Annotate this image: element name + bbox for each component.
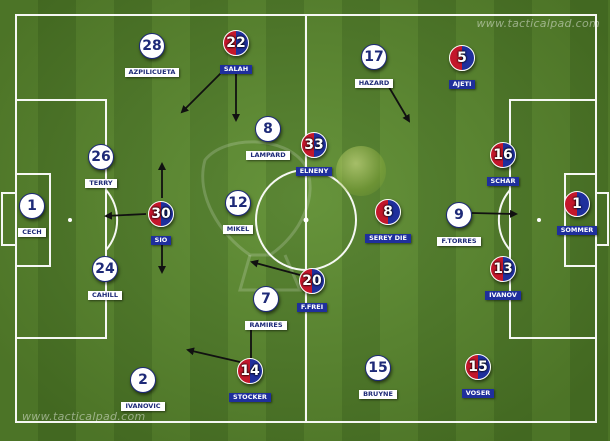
player-name: TERRY (85, 179, 117, 188)
player-marker[interactable]: 16 SCHAR (468, 142, 538, 187)
player-number: 5 (449, 45, 475, 71)
player-number: 24 (92, 256, 118, 282)
player-name: IVANOVIC (121, 402, 165, 411)
player-marker[interactable]: 17 HAZARD (339, 44, 409, 89)
player-name: VOSER (461, 389, 495, 398)
player-marker[interactable]: 33 ELNENY (279, 132, 349, 177)
movement-arrow (186, 347, 241, 363)
player-number: 9 (446, 202, 472, 228)
player-name: ELNENY (295, 167, 333, 176)
player-number: 2 (130, 367, 156, 393)
centre-spot (303, 217, 309, 223)
player-name: AZPILICUETA (124, 68, 180, 77)
player-name: SIO (150, 236, 172, 245)
player-marker[interactable]: 1 SOMMER (542, 191, 610, 236)
player-number: 33 (301, 132, 327, 158)
left-goal (1, 192, 17, 246)
movement-arrow (180, 71, 223, 114)
player-name: CECH (18, 228, 46, 237)
player-name: SALAH (219, 65, 253, 74)
movement-arrow (471, 209, 518, 218)
player-number: 1 (564, 191, 590, 217)
left-penalty-arc (105, 189, 119, 251)
player-number: 7 (253, 286, 279, 312)
player-number: 12 (225, 190, 251, 216)
player-number: 28 (139, 33, 165, 59)
player-marker[interactable]: 15 VOSER (443, 354, 513, 399)
left-penalty-spot (68, 218, 72, 222)
player-name: F.FREI (296, 303, 328, 312)
player-name: SEREY DIE (365, 234, 411, 243)
right-penalty-arc (497, 189, 511, 251)
watermark-top: www.tacticalpad.com (476, 17, 600, 30)
player-name: AJETI (448, 80, 476, 89)
right-goal (595, 192, 609, 246)
player-marker[interactable]: 26 TERRY (66, 144, 136, 189)
player-name: SCHAR (486, 177, 520, 186)
player-number: 1 (19, 193, 45, 219)
player-name: HAZARD (354, 79, 394, 88)
player-marker[interactable]: 13 IVANOV (468, 256, 538, 301)
player-marker[interactable]: 8 SEREY DIE (353, 199, 423, 244)
player-number: 14 (237, 358, 263, 384)
player-name: BRUYNE (359, 390, 397, 399)
movement-arrow (250, 259, 301, 276)
player-number: 30 (148, 201, 174, 227)
player-number: 15 (465, 354, 491, 380)
player-marker[interactable]: 15 BRUYNE (343, 355, 413, 400)
player-number: 8 (375, 199, 401, 225)
player-name: LAMPARD (246, 151, 290, 160)
ball-watermark (336, 146, 386, 196)
player-number: 8 (255, 116, 281, 142)
player-marker[interactable]: 24 CAHILL (70, 256, 140, 301)
player-name: IVANOV (485, 291, 521, 300)
player-marker[interactable]: 14 STOCKER (215, 358, 285, 403)
player-marker[interactable]: 12 MIKEL (203, 190, 273, 235)
player-marker[interactable]: 22 SALAH (201, 30, 271, 75)
player-number: 15 (365, 355, 391, 381)
player-name: MIKEL (222, 225, 254, 234)
player-number: 17 (361, 44, 387, 70)
player-number: 26 (88, 144, 114, 170)
player-marker[interactable]: 1 CECH (0, 193, 67, 238)
movement-arrow (385, 81, 411, 123)
player-marker[interactable]: 28 AZPILICUETA (117, 33, 187, 78)
player-marker[interactable]: 5 AJETI (427, 45, 497, 90)
player-name: STOCKER (229, 393, 271, 402)
player-name: F.TORRES (437, 237, 481, 246)
player-marker[interactable]: 7 RAMIRES (231, 286, 301, 331)
player-marker[interactable]: 9 F.TORRES (424, 202, 494, 247)
player-name: CAHILL (88, 291, 122, 300)
right-penalty-spot (537, 218, 541, 222)
player-marker[interactable]: 20 F.FREI (277, 268, 347, 313)
player-marker[interactable]: 30 SIO (126, 201, 196, 246)
player-number: 16 (490, 142, 516, 168)
player-name: RAMIRES (245, 321, 287, 330)
movement-arrow (104, 211, 147, 220)
watermark-bottom: www.tacticalpad.com (22, 410, 146, 423)
player-number: 13 (490, 256, 516, 282)
player-name: SOMMER (556, 226, 598, 235)
player-number: 22 (223, 30, 249, 56)
player-marker[interactable]: 8 LAMPARD (233, 116, 303, 161)
player-number: 20 (299, 268, 325, 294)
player-marker[interactable]: 2 IVANOVIC (108, 367, 178, 412)
